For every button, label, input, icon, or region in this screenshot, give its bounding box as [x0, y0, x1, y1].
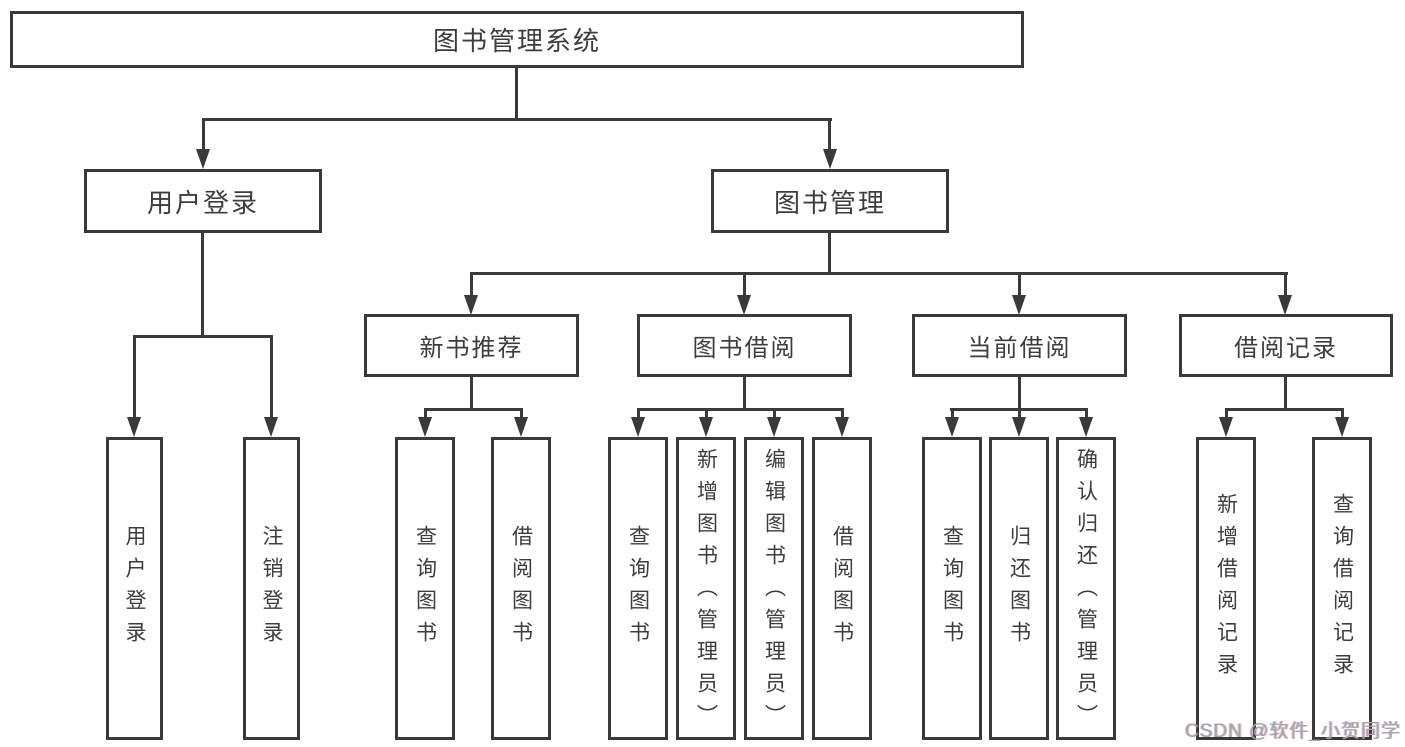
connector-groupB-bar	[637, 408, 844, 411]
leaf-query-borrow-record: 查询借阅记录	[1312, 437, 1372, 740]
node-library-system: 图书管理系统	[10, 11, 1024, 68]
arrow-down-icon	[1079, 417, 1093, 437]
connector-user-login-stem	[202, 118, 205, 151]
leaf-query-books-recommend: 查询图书	[395, 437, 455, 740]
arrow-down-icon	[945, 417, 959, 437]
watermark-text: CSDN @软件_小贺同学	[1185, 721, 1401, 742]
leaf-add-book-admin: 新增图书（管理员）	[676, 437, 736, 740]
node-new-book-recommendation: 新书推荐	[364, 314, 579, 377]
node-user-login: 用户登录	[84, 169, 322, 233]
connector-leaf-stem	[637, 408, 640, 419]
connector-leaf-stem	[133, 335, 136, 419]
connector-groupA-stem	[470, 377, 473, 410]
leaf-add-borrow-record: 新增借阅记录	[1196, 437, 1256, 740]
arrow-down-icon	[699, 417, 713, 437]
arrow-down-icon	[1335, 417, 1349, 437]
leaf-confirm-return-admin: 确认归还（管理员）	[1056, 437, 1116, 740]
arrow-down-icon	[767, 417, 781, 437]
arrow-down-icon	[737, 295, 751, 315]
leaf-query-books-current: 查询图书	[922, 437, 982, 740]
leaf-return-book: 归还图书	[989, 437, 1049, 740]
arrow-down-icon	[1012, 417, 1026, 437]
arrow-down-icon	[514, 417, 528, 437]
connector-groupA-bar	[424, 408, 523, 411]
arrow-down-icon	[1219, 417, 1233, 437]
connector-leaf-stem	[1225, 408, 1228, 419]
connector-leaf-stem	[270, 335, 273, 419]
connector-leaf-stem	[743, 272, 746, 297]
arrow-down-icon	[631, 417, 645, 437]
arrow-down-icon	[127, 417, 141, 437]
connector-groupD-stem	[1284, 377, 1287, 410]
connector-leaf-stem	[1341, 408, 1344, 419]
connector-leaf-stem	[1018, 408, 1021, 419]
connector-mgmt-branch-stem	[828, 233, 831, 274]
connector-leaf-stem	[470, 272, 473, 297]
connector-leaf-stem	[424, 408, 427, 419]
connector-leaf-stem	[951, 408, 954, 419]
leaf-borrow-books: 借阅图书	[812, 437, 872, 740]
connector-leaf-stem	[705, 408, 708, 419]
node-book-borrowing: 图书借阅	[637, 314, 852, 377]
node-book-management: 图书管理	[711, 169, 949, 233]
leaf-query-books-borrow: 查询图书	[608, 437, 668, 740]
connector-user-branch-bar	[134, 335, 273, 338]
arrow-down-icon	[823, 149, 837, 169]
node-borrowing-records: 借阅记录	[1179, 314, 1393, 377]
arrow-down-icon	[264, 417, 278, 437]
connector-leaf-stem	[1018, 272, 1021, 297]
arrow-down-icon	[196, 149, 210, 169]
arrow-down-icon	[418, 417, 432, 437]
arrow-down-icon	[835, 417, 849, 437]
connector-groupB-stem	[743, 377, 746, 410]
connector-leaf-stem	[773, 408, 776, 419]
leaf-edit-book-admin: 编辑图书（管理员）	[744, 437, 804, 740]
leaf-logout-login: 注销登录	[243, 437, 300, 740]
leaf-user-login: 用户登录	[106, 437, 163, 740]
connector-leaf-stem	[520, 408, 523, 419]
connector-groupD-bar	[1225, 408, 1343, 411]
connector-root-stem	[515, 68, 518, 118]
leaf-borrow-books-recommend: 借阅图书	[491, 437, 551, 740]
connector-book-mgmt-stem	[828, 118, 831, 151]
connector-leaf-stem	[841, 408, 844, 419]
connector-user-branch-stem	[201, 233, 204, 335]
connector-leaf-stem	[1284, 272, 1287, 297]
connector-leaf-stem	[1085, 408, 1088, 419]
connector-mgmt-branch-bar	[470, 272, 1288, 275]
arrow-down-icon	[1278, 295, 1292, 315]
connector-groupC-stem	[1018, 377, 1021, 410]
arrow-down-icon	[464, 295, 478, 315]
node-current-borrowing: 当前借阅	[912, 314, 1127, 377]
arrow-down-icon	[1012, 295, 1026, 315]
connector-root-bar	[202, 118, 832, 121]
